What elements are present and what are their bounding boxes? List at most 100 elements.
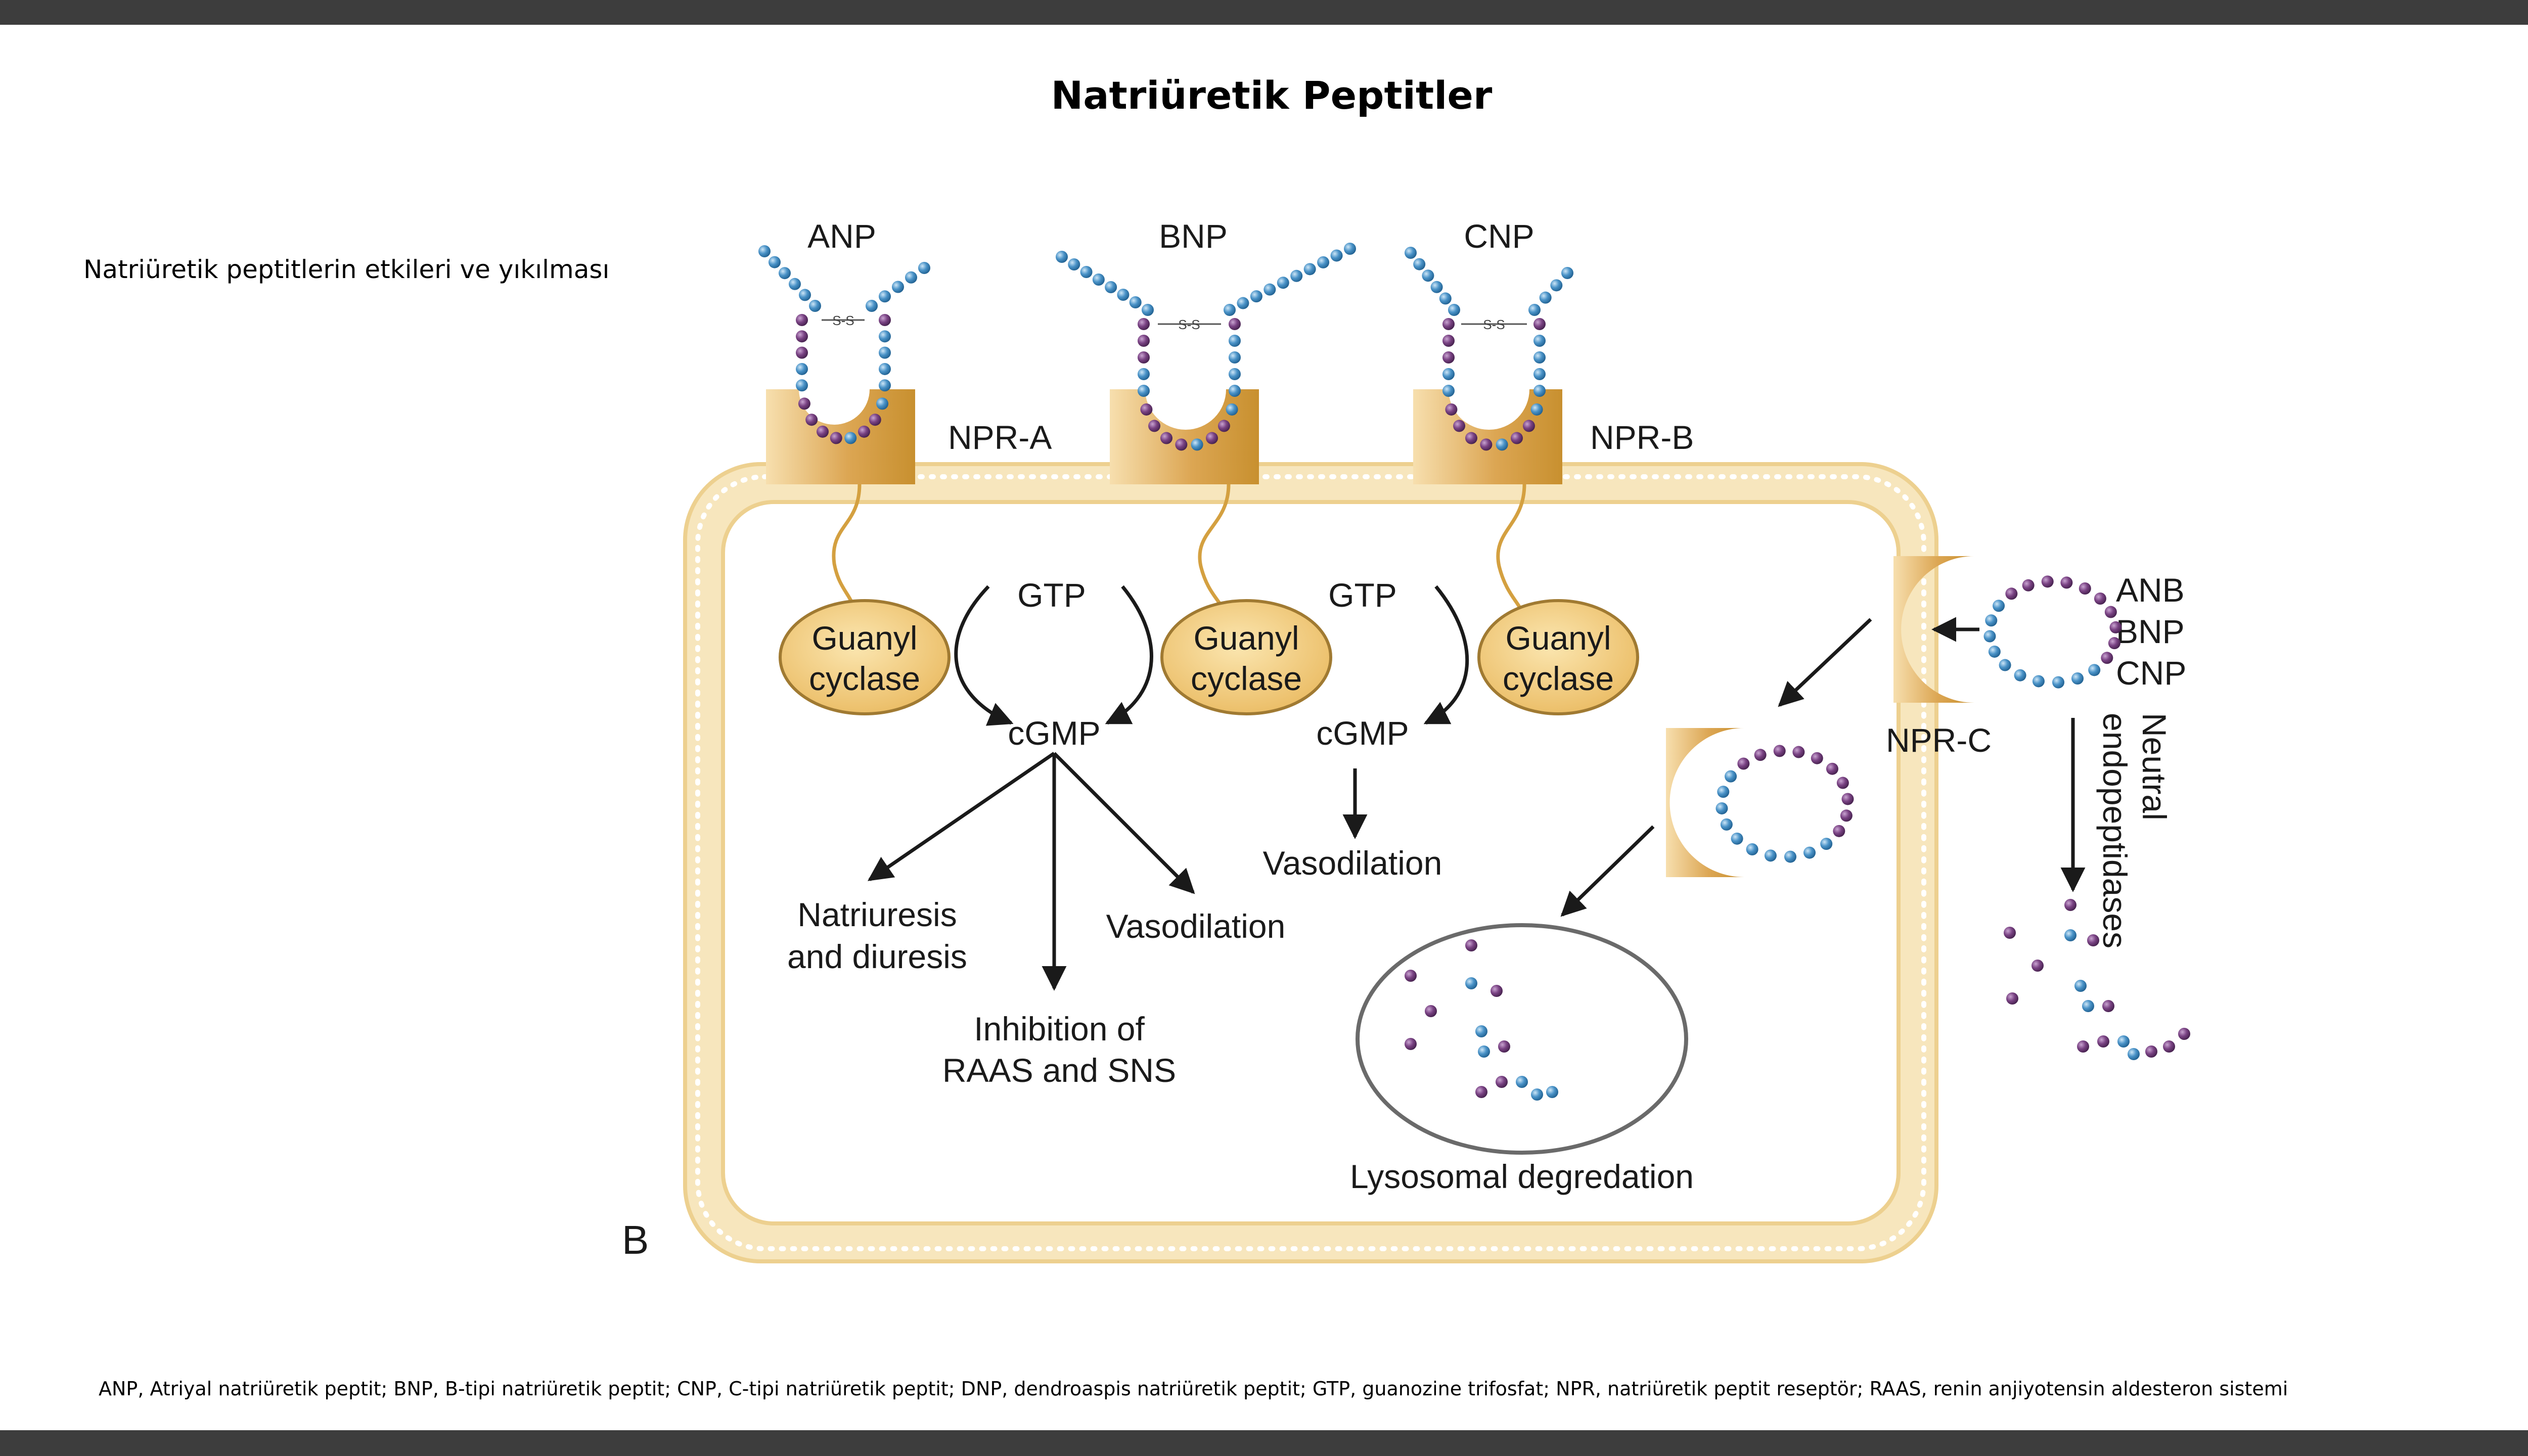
amino-acid-purple	[2064, 899, 2076, 911]
amino-acid-blue	[1993, 600, 2005, 612]
amino-acid-purple	[805, 414, 818, 426]
amino-acid-purple	[1465, 939, 1477, 951]
clearance-label-cnp: CNP	[2116, 654, 2186, 692]
amino-acid-purple	[2004, 927, 2016, 939]
amino-acid-blue	[1533, 335, 1546, 347]
panel-letter: B	[622, 1217, 649, 1262]
amino-acid-purple	[1496, 1076, 1508, 1088]
amino-acid-blue	[1516, 1076, 1528, 1088]
amino-acid-blue	[769, 256, 781, 268]
amino-acid-purple	[1840, 809, 1853, 822]
amino-acid-purple	[1405, 1038, 1417, 1050]
amino-acid-purple	[1533, 318, 1546, 330]
amino-acid-blue	[1820, 838, 1833, 850]
amino-acid-blue	[1092, 274, 1105, 286]
cyclase-label-1: cyclase	[809, 660, 920, 697]
amino-acid-purple	[1138, 351, 1150, 363]
receptor-tethers	[832, 484, 1526, 615]
amino-acid-blue	[1716, 802, 1728, 814]
amino-acid-blue	[1290, 269, 1303, 282]
amino-acid-blue	[1448, 304, 1460, 316]
amino-acid-blue	[1430, 281, 1443, 293]
amino-acid-purple	[869, 414, 881, 426]
amino-acid-blue	[1439, 292, 1452, 305]
amino-acid-purple	[1522, 420, 1535, 432]
amino-acid-purple	[1425, 1005, 1437, 1017]
amino-acid-blue	[2014, 669, 2026, 681]
amino-acid-blue	[1539, 291, 1552, 304]
amino-acid-blue	[1226, 403, 1238, 416]
internalized-ring	[1716, 745, 1854, 863]
amino-acid-purple	[2087, 934, 2099, 946]
amino-acid-purple	[798, 397, 810, 410]
amino-acid-purple	[2108, 637, 2120, 650]
amino-acid-blue	[1528, 304, 1541, 316]
ss-bond-anp: S-S	[832, 313, 854, 328]
amino-acid-blue	[1229, 368, 1241, 380]
amino-acid-purple	[1498, 1040, 1510, 1053]
amino-acid-purple	[1442, 335, 1455, 347]
amino-acid-purple	[1754, 749, 1767, 761]
amino-acid-blue	[1229, 335, 1241, 347]
amino-acid-blue	[1550, 279, 1563, 292]
amino-acid-blue	[1229, 351, 1241, 363]
bnp-peptide-chain	[1056, 243, 1356, 451]
gtp-cgmp-arrows	[954, 585, 1469, 726]
amino-acid-purple	[1217, 420, 1230, 432]
amino-acid-blue	[1531, 1088, 1543, 1101]
amino-acid-purple	[2178, 1028, 2190, 1040]
amino-acid-blue	[1263, 283, 1276, 296]
amino-acid-blue	[1224, 304, 1236, 316]
amino-acid-blue	[1988, 645, 2001, 658]
slide-subtitle: Natriüretik peptitlerin etkileri ve yıkı…	[83, 255, 610, 284]
amino-acid-blue	[1080, 266, 1093, 278]
amino-acid-blue	[1985, 614, 1998, 627]
effect-inhibition-line1: Inhibition of	[974, 1010, 1145, 1048]
guanyl-label-1: Guanyl	[811, 619, 917, 657]
lysosome-fragments	[1405, 939, 1558, 1101]
receptor-npr-b-cnp	[1413, 389, 1562, 484]
slide-title: Natriüretik Peptitler	[1051, 73, 1493, 118]
amino-acid-blue	[1191, 438, 1203, 451]
amino-acid-blue	[1330, 249, 1343, 262]
amino-acid-purple	[1405, 970, 1417, 982]
amino-acid-blue	[796, 379, 808, 392]
gtp-label-2: GTP	[1328, 576, 1397, 614]
amino-acid-blue	[1478, 1045, 1490, 1058]
amino-acid-blue	[905, 271, 917, 284]
amino-acid-purple	[2094, 593, 2106, 605]
nep-fragments	[2004, 899, 2190, 1060]
amino-acid-blue	[1237, 297, 1249, 309]
amino-acid-blue	[1496, 438, 1508, 451]
label-npr-a: NPR-A	[948, 419, 1052, 456]
amino-acid-purple	[1140, 403, 1153, 416]
amino-acid-blue	[2088, 664, 2101, 676]
amino-acid-purple	[1160, 432, 1172, 444]
amino-acid-purple	[1138, 335, 1150, 347]
amino-acid-blue	[879, 290, 891, 303]
amino-acid-blue	[2117, 1035, 2130, 1048]
cyclase-label-2: cyclase	[1191, 660, 1302, 697]
amino-acid-blue	[1983, 630, 1996, 643]
guanyl-label-3: Guanyl	[1505, 619, 1611, 657]
amino-acid-purple	[817, 425, 829, 438]
amino-acid-purple	[1453, 420, 1466, 432]
amino-acid-blue	[1720, 818, 1733, 831]
amino-acid-blue	[918, 262, 930, 274]
lysosome	[1356, 923, 1688, 1155]
amino-acid-blue	[2064, 929, 2076, 941]
amino-acid-blue	[1465, 977, 1477, 989]
amino-acid-purple	[1148, 420, 1161, 432]
effect-vasodilation-2: Vasodilation	[1263, 844, 1442, 882]
amino-acid-blue	[1717, 786, 1730, 798]
guanyl-cyclase-2: Guanyl cyclase	[1160, 599, 1332, 715]
amino-acid-blue	[1422, 269, 1434, 282]
label-npr-c: NPR-C	[1886, 721, 1992, 759]
amino-acid-purple	[1773, 745, 1786, 757]
abbreviations-footnote: ANP, Atriyal natriüretik peptit; BNP, B-…	[99, 1378, 2288, 1400]
amino-acid-blue	[779, 267, 791, 280]
amino-acid-purple	[2022, 579, 2035, 592]
neutral-label-line2: endopeptidases	[2096, 713, 2134, 948]
amino-acid-blue	[1413, 258, 1426, 270]
